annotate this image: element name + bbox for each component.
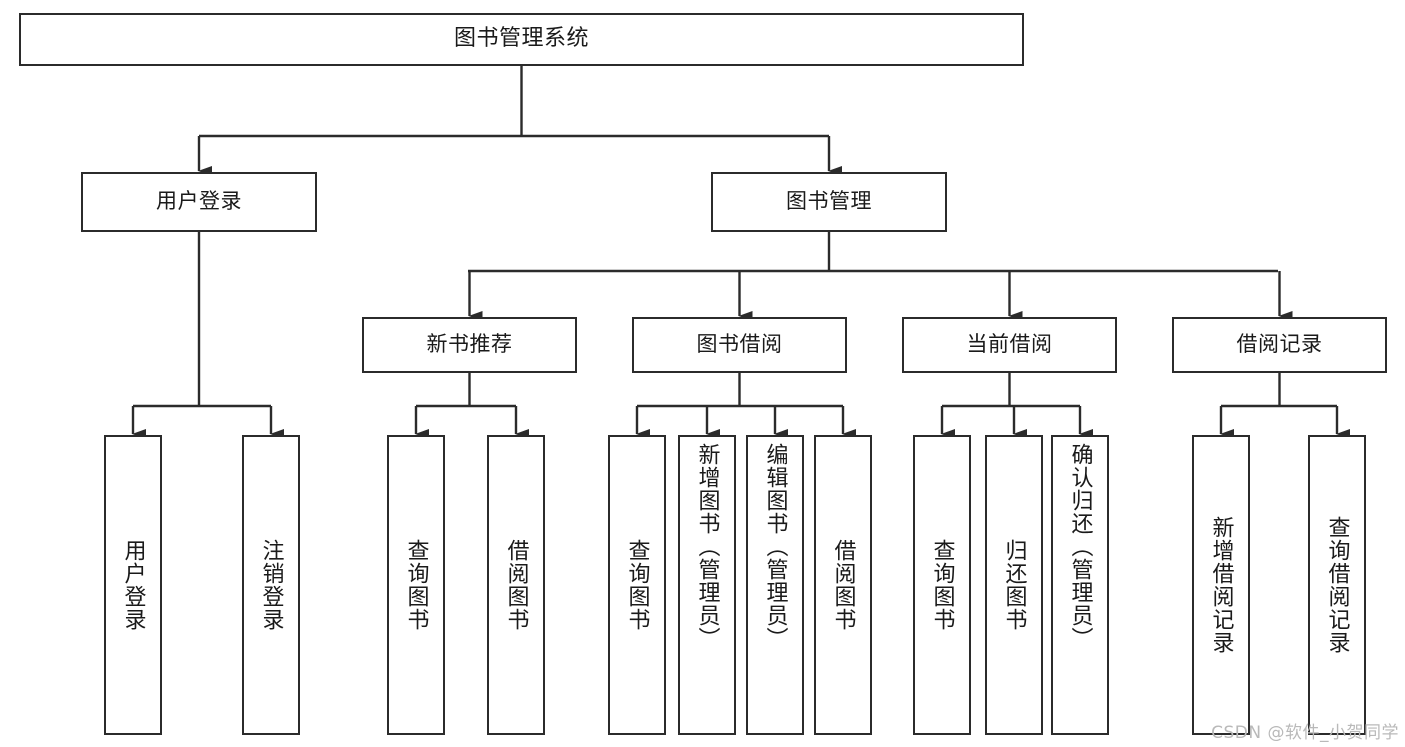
node-label: 新增图书（管理员） [694, 443, 720, 650]
node-label: 编辑图书（管理员） [762, 443, 788, 650]
node-label: 归还图书 [1001, 539, 1027, 631]
node-login[interactable]: 用户登录 [81, 172, 317, 232]
node-leaf-06[interactable]: 新增图书（管理员） [678, 435, 736, 735]
node-root[interactable]: 图书管理系统 [19, 13, 1024, 66]
node-leaf-09[interactable]: 查询图书 [913, 435, 971, 735]
node-leaf-11[interactable]: 确认归还（管理员） [1051, 435, 1109, 735]
node-leaf-13[interactable]: 查询借阅记录 [1308, 435, 1366, 735]
node-label: 确认归还（管理员） [1067, 443, 1093, 650]
node-label: 新书推荐 [426, 332, 513, 357]
watermark-label: CSDN @软件_小贺同学 [1211, 723, 1399, 743]
node-leaf-02[interactable]: 注销登录 [242, 435, 300, 735]
node-label: 用户登录 [120, 539, 146, 631]
node-label: 注销登录 [258, 539, 284, 631]
node-bookmgmt[interactable]: 图书管理 [711, 172, 947, 232]
node-current[interactable]: 当前借阅 [902, 317, 1117, 373]
node-label: 图书管理系统 [453, 26, 589, 52]
node-leaf-10[interactable]: 归还图书 [985, 435, 1043, 735]
node-leaf-04[interactable]: 借阅图书 [487, 435, 545, 735]
node-leaf-12[interactable]: 新增借阅记录 [1192, 435, 1250, 735]
node-leaf-07[interactable]: 编辑图书（管理员） [746, 435, 804, 735]
node-label: 查询借阅记录 [1324, 516, 1350, 654]
node-label: 借阅图书 [830, 539, 856, 631]
node-label: 用户登录 [156, 189, 242, 214]
node-borrow[interactable]: 图书借阅 [632, 317, 847, 373]
node-label: 查询图书 [403, 539, 429, 631]
node-leaf-05[interactable]: 查询图书 [608, 435, 666, 735]
node-leaf-08[interactable]: 借阅图书 [814, 435, 872, 735]
node-label: 查询图书 [624, 539, 650, 631]
node-records[interactable]: 借阅记录 [1172, 317, 1387, 373]
node-label: 借阅图书 [503, 539, 529, 631]
node-label: 图书管理 [786, 189, 872, 214]
node-label: 查询图书 [929, 539, 955, 631]
node-newbook[interactable]: 新书推荐 [362, 317, 577, 373]
node-label: 图书借阅 [696, 332, 783, 357]
node-label: 当前借阅 [966, 332, 1053, 357]
node-label: 借阅记录 [1236, 332, 1323, 357]
node-leaf-01[interactable]: 用户登录 [104, 435, 162, 735]
node-label: 新增借阅记录 [1208, 516, 1234, 654]
node-leaf-03[interactable]: 查询图书 [387, 435, 445, 735]
